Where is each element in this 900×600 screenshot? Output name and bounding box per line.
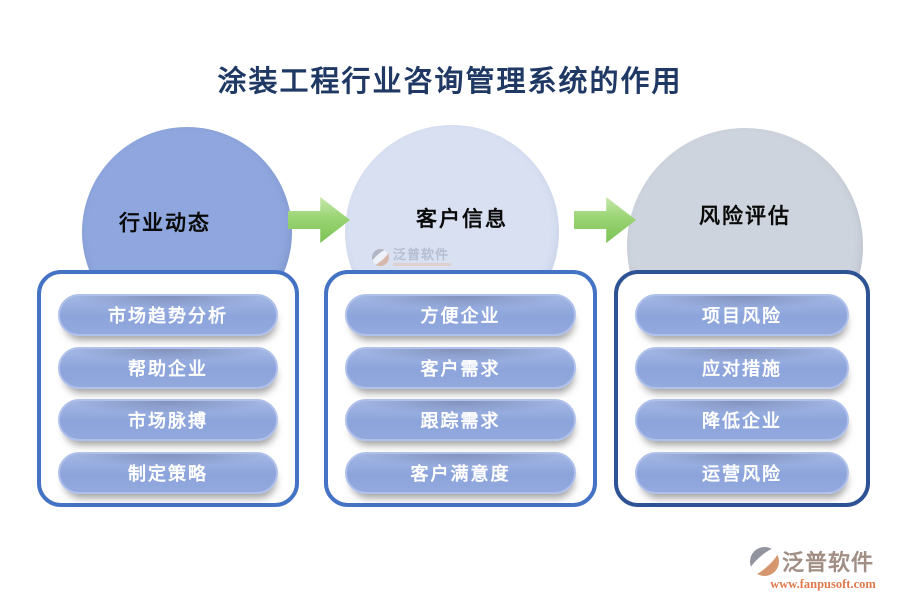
pill-label: 降低企业 bbox=[702, 411, 782, 432]
panel-risk-assessment: 项目风险 应对措施 降低企业 运营风险 bbox=[614, 270, 870, 507]
brand-name: 泛普软件 bbox=[782, 550, 875, 575]
brand-url: www.fanpusoft.com bbox=[770, 577, 876, 591]
pill-label: 项目风险 bbox=[702, 306, 782, 326]
pill-item: 客户需求 bbox=[345, 346, 576, 389]
watermark-underline bbox=[393, 263, 451, 266]
pill-label: 方便企业 bbox=[420, 306, 501, 326]
pill-label: 应对措施 bbox=[702, 358, 782, 379]
pill-item: 项目风险 bbox=[635, 294, 849, 336]
circle-label: 客户信息 bbox=[416, 207, 508, 231]
pill-label: 跟踪需求 bbox=[420, 411, 501, 432]
pill-item: 运营风险 bbox=[635, 451, 849, 494]
watermark-text: 泛普软件 bbox=[393, 247, 450, 262]
pill-item: 方便企业 bbox=[345, 294, 576, 336]
pill-item: 帮助企业 bbox=[58, 346, 278, 389]
pill-label: 市场脉搏 bbox=[128, 411, 208, 432]
pill-item: 客户满意度 bbox=[345, 451, 576, 494]
pill-item: 市场脉搏 bbox=[58, 399, 278, 442]
fanpu-logo-icon bbox=[372, 248, 389, 266]
pill-item: 应对措施 bbox=[635, 346, 849, 389]
brand-footer: 泛普软件 www.fanpusoft.com bbox=[750, 545, 896, 592]
watermark: 泛普软件 bbox=[372, 248, 451, 266]
pill-label: 客户满意度 bbox=[410, 463, 511, 484]
circle-label: 行业动态 bbox=[119, 211, 211, 235]
panel-customer-info: 方便企业 客户需求 跟踪需求 客户满意度 bbox=[324, 270, 597, 507]
pill-item: 跟踪需求 bbox=[345, 399, 576, 442]
pill-item: 市场趋势分析 bbox=[58, 294, 278, 336]
panel-industry-dynamics: 市场趋势分析 帮助企业 市场脉搏 制定策略 bbox=[37, 270, 299, 507]
pill-label: 制定策略 bbox=[128, 463, 208, 484]
pill-label: 市场趋势分析 bbox=[108, 306, 228, 326]
fanpu-logo-icon bbox=[750, 546, 779, 576]
pill-item: 降低企业 bbox=[635, 399, 849, 442]
circle-label: 风险评估 bbox=[699, 204, 791, 228]
pill-item: 制定策略 bbox=[58, 451, 278, 494]
pill-label: 客户需求 bbox=[420, 358, 501, 379]
right-arrow-icon bbox=[288, 197, 350, 243]
page-title: 涂装工程行业咨询管理系统的作用 bbox=[217, 66, 683, 98]
pill-label: 帮助企业 bbox=[128, 358, 208, 379]
pill-label: 运营风险 bbox=[702, 463, 782, 484]
